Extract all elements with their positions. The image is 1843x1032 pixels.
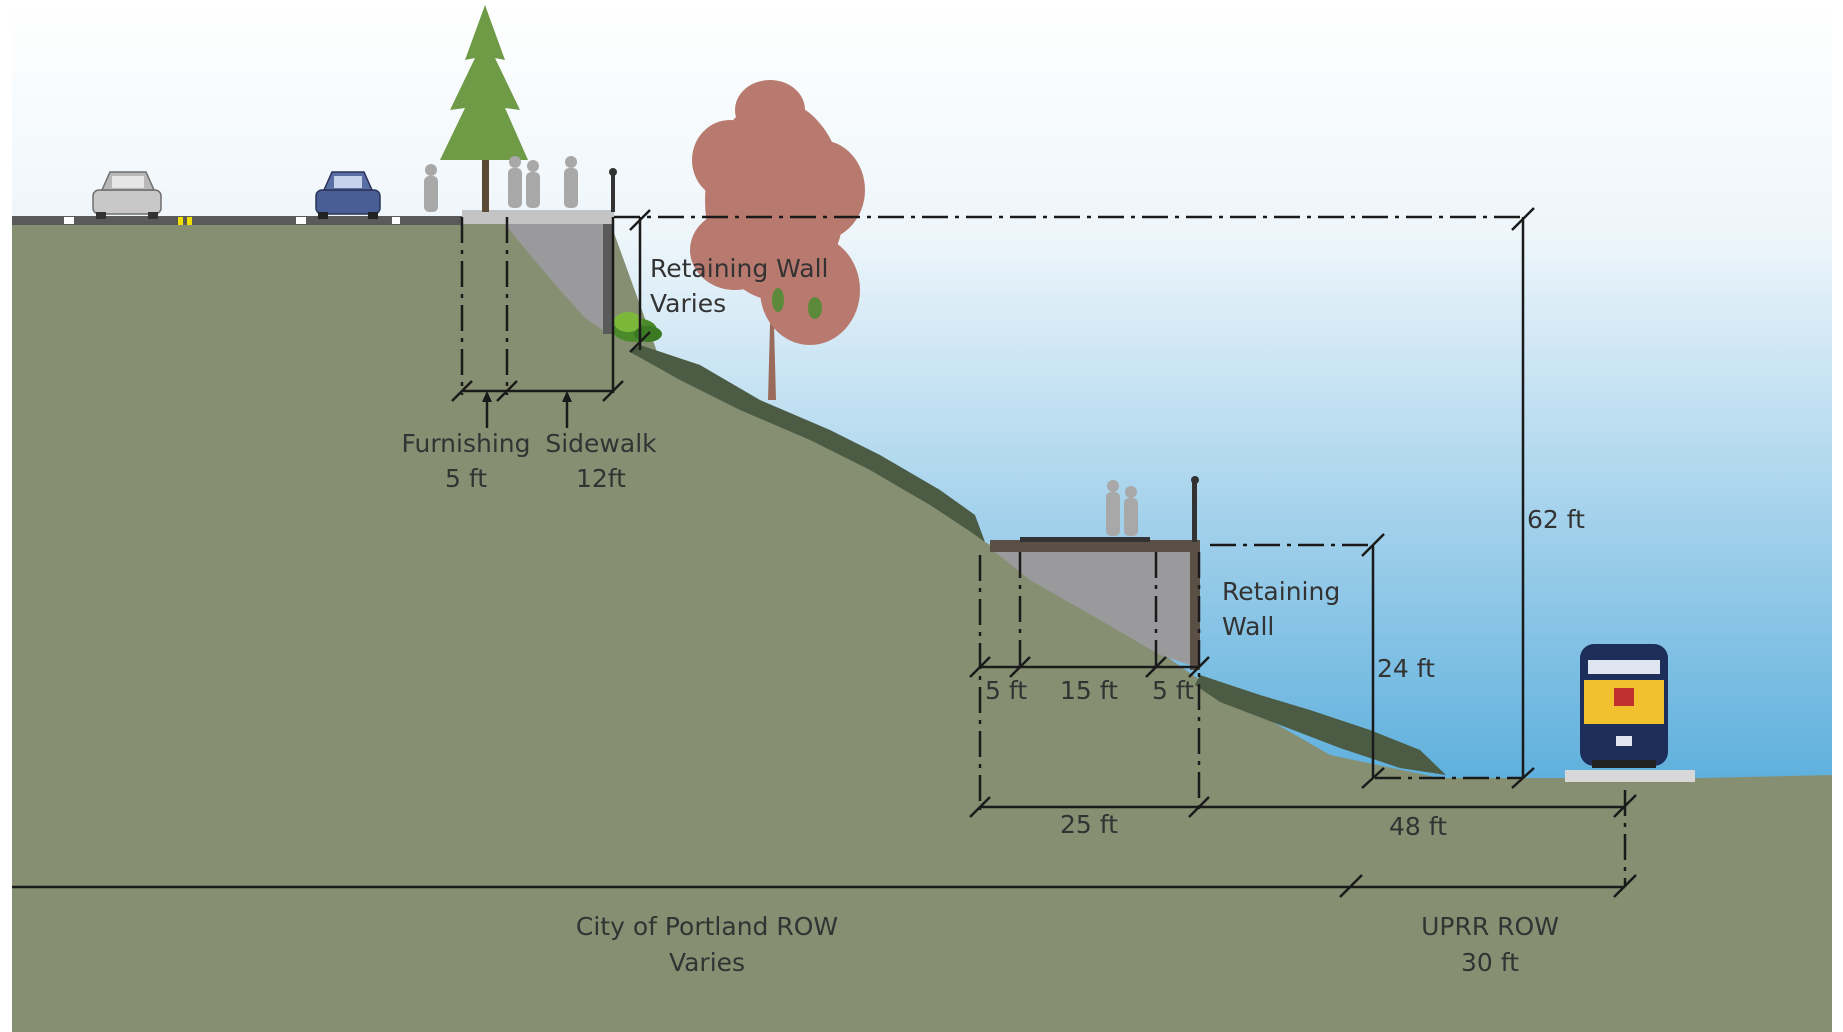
label-lower-15ft: 15 ft	[1060, 676, 1118, 705]
car-icon	[315, 171, 381, 219]
dimension-tick	[1188, 796, 1210, 818]
label-width-48ft: 48 ft	[1389, 812, 1447, 841]
label-width-25ft: 25 ft	[1060, 810, 1118, 839]
dimension-tick	[969, 656, 991, 678]
label-city-row: City of Portland ROW	[576, 912, 838, 941]
lane-marking-center-2	[187, 217, 192, 225]
lower-retaining-wall	[1190, 552, 1200, 670]
label-sidewalk: Sidewalk	[545, 429, 657, 458]
embankment-shadow-lower	[1195, 675, 1446, 775]
dimension-tick	[1145, 656, 1167, 678]
dimension-tick	[1613, 874, 1637, 898]
dimension-tick	[1339, 874, 1363, 898]
pedestrian-icon	[508, 156, 522, 208]
dimension-tick	[1361, 767, 1385, 789]
lane-marking-curb	[392, 217, 400, 224]
deciduous-tree-icon	[690, 80, 865, 400]
upper-sidewalk	[462, 210, 614, 224]
light-pole-icon	[1191, 476, 1199, 542]
label-furnishing-width: 5 ft	[445, 464, 487, 493]
locomotive-icon	[1565, 644, 1695, 782]
label-furnishing: Furnishing	[401, 429, 530, 458]
lower-retaining-wall-fill	[995, 552, 1190, 665]
lower-promenade	[990, 540, 1200, 552]
dimension-tick	[1361, 533, 1385, 557]
ground-hillside	[12, 222, 1832, 1032]
label-height-62ft: 62 ft	[1527, 505, 1585, 534]
dimension-tick	[1188, 656, 1210, 678]
pedestrian-icon	[1124, 486, 1138, 536]
label-retaining-wall-lower-2: Wall	[1222, 612, 1274, 641]
label-city-row-varies: Varies	[669, 948, 745, 977]
pedestrian-icon	[564, 156, 578, 208]
dimension-tick	[496, 380, 518, 402]
road-surface	[12, 216, 462, 225]
light-pole-icon	[609, 168, 617, 212]
lane-marking-right	[296, 217, 306, 224]
label-retaining-wall-upper-varies: Varies	[650, 289, 726, 318]
sidewalk-arrow-head	[562, 391, 572, 402]
lane-marking-left	[64, 217, 74, 224]
furnishing-arrow-head	[482, 391, 492, 402]
label-height-24ft: 24 ft	[1377, 654, 1435, 683]
embankment-shadow-upper	[630, 345, 985, 542]
lane-marking-center-1	[178, 217, 183, 225]
lower-promenade-top	[1020, 537, 1150, 542]
pedestrian-icon	[424, 164, 438, 212]
pedestrian-icon	[526, 160, 540, 208]
label-retaining-wall-upper: Retaining Wall	[650, 254, 828, 283]
dimension-tick	[629, 331, 651, 353]
label-lower-5ft-right: 5 ft	[1152, 676, 1194, 705]
dimension-tick	[451, 380, 473, 402]
label-retaining-wall-lower: Retaining	[1222, 577, 1340, 606]
upper-retaining-wall	[603, 224, 614, 334]
label-uprr-row: UPRR ROW	[1421, 912, 1559, 941]
car-icon	[92, 171, 162, 219]
dimension-tick	[969, 796, 991, 818]
dimension-tick	[1009, 656, 1031, 678]
label-uprr-row-width: 30 ft	[1461, 948, 1519, 977]
pedestrian-icon	[1106, 480, 1120, 536]
label-sidewalk-width: 12ft	[576, 464, 626, 493]
dimension-tick	[602, 380, 624, 402]
label-lower-5ft-left: 5 ft	[985, 676, 1027, 705]
evergreen-tree-icon	[440, 5, 528, 212]
upper-retaining-wall-fill	[505, 224, 603, 330]
